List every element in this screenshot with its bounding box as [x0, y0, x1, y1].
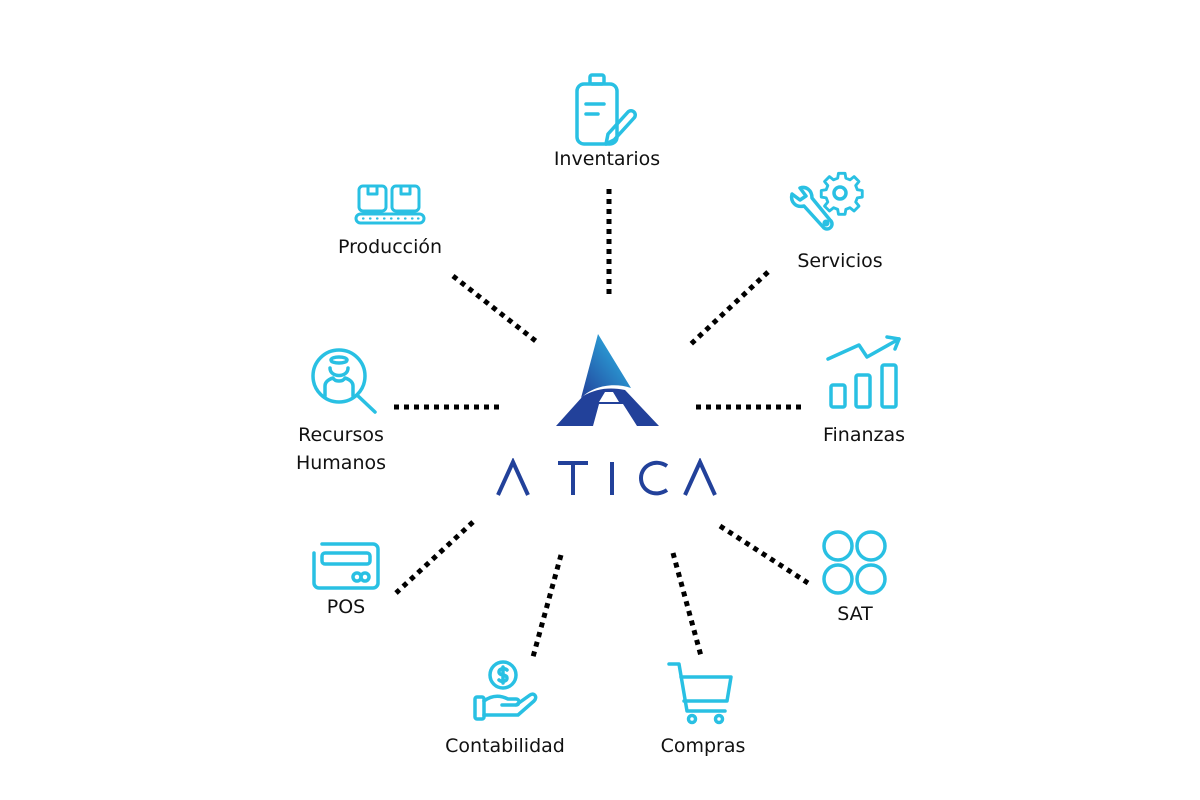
shopping-cart-icon — [667, 659, 735, 725]
module-label-sat: SAT — [837, 603, 873, 625]
hand-coin-icon — [472, 659, 540, 723]
connector-sat — [718, 523, 810, 586]
connector-contabilidad — [530, 554, 564, 658]
clipboard-pencil-icon — [574, 72, 640, 148]
module-label-produccion: Producción — [337, 236, 443, 258]
atica-logo — [553, 332, 663, 430]
module-label-recursos-line2: Humanos — [295, 452, 387, 474]
conveyor-boxes-icon — [354, 183, 426, 225]
module-label-finanzas: Finanzas — [822, 424, 906, 446]
connector-produccion — [451, 274, 539, 344]
connector-compras — [670, 552, 704, 657]
person-search-icon — [309, 346, 381, 418]
card-terminal-icon — [310, 541, 382, 591]
module-label-pos: POS — [326, 596, 366, 618]
module-label-recursos-humanos: Recursos Humanos — [271, 421, 411, 477]
connector-servicios — [689, 270, 770, 346]
module-label-servicios: Servicios — [797, 250, 883, 272]
brand-name: ATICA — [495, 457, 720, 498]
four-circles-icon — [821, 529, 889, 597]
bar-chart-trend-icon — [825, 333, 903, 411]
module-label-recursos-line1: Recursos — [298, 424, 384, 446]
module-label-contabilidad: Contabilidad — [445, 735, 565, 757]
connector-pos — [394, 520, 475, 595]
module-label-compras: Compras — [660, 735, 746, 757]
module-label-inventarios: Inventarios — [553, 148, 661, 170]
wrench-gear-icon — [786, 170, 864, 238]
